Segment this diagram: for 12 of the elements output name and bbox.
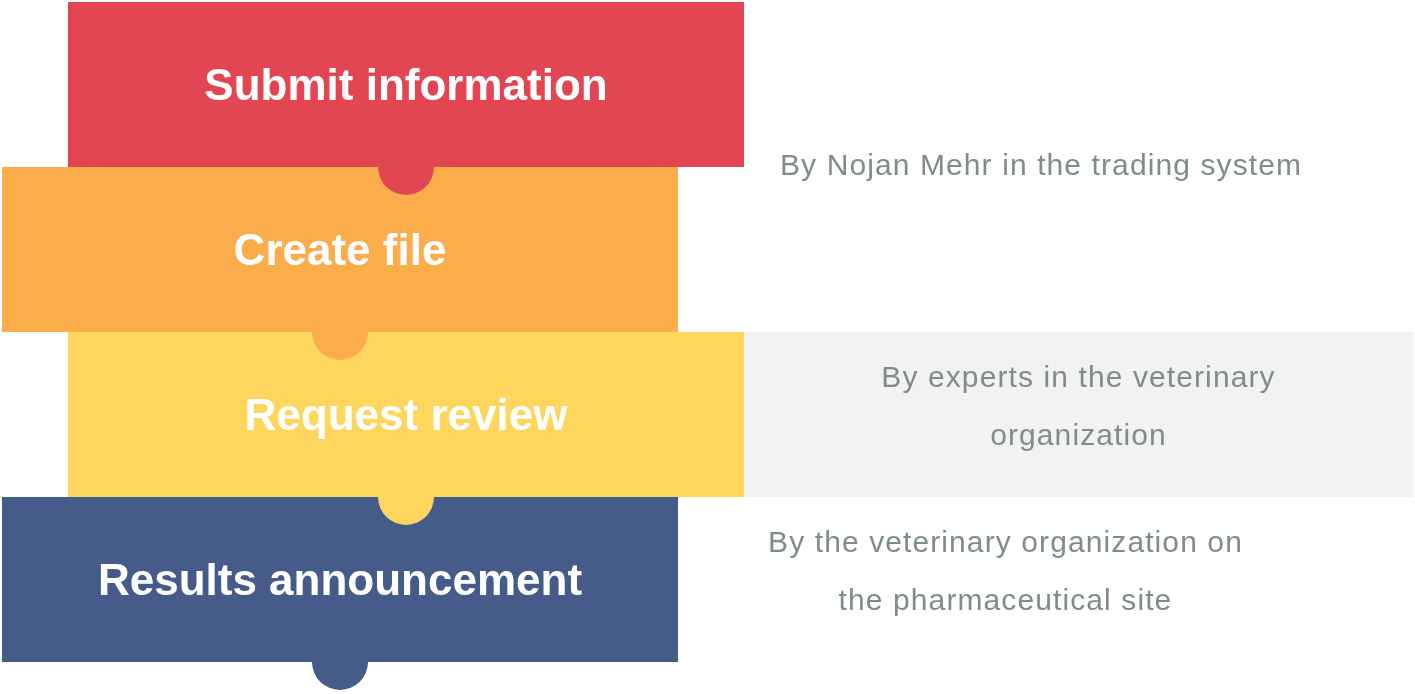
step-title: Request review xyxy=(244,388,568,441)
description-band xyxy=(744,332,1413,497)
step-title: Submit information xyxy=(204,58,608,111)
step-title: Create file xyxy=(233,223,447,276)
step-box xyxy=(2,497,678,690)
description-text: By the veterinary organization on the pharmaceutical site xyxy=(768,525,1243,616)
step-box xyxy=(68,2,744,195)
step-title: Results announcement xyxy=(97,553,583,606)
description-text: By experts in the veterinary organization xyxy=(880,358,1277,453)
step-box xyxy=(68,332,744,525)
description-text: By Nojan Mehr in the trading system xyxy=(780,148,1303,181)
step-box xyxy=(2,167,678,360)
